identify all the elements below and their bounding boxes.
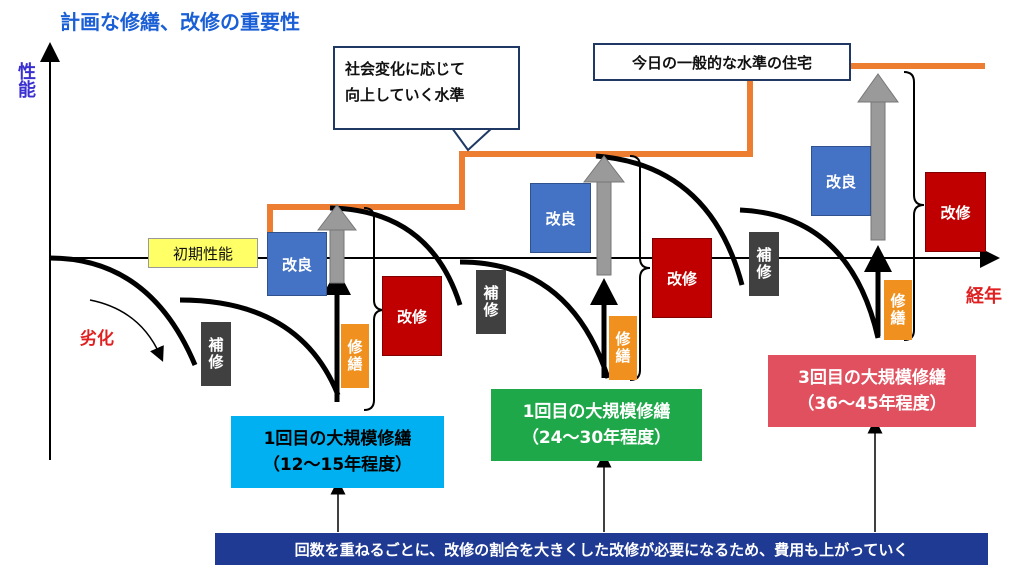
repair-box-2: 補修 xyxy=(476,270,506,334)
page-title: 計画な修繕、改修の重要性 xyxy=(60,10,300,34)
footer-banner: 回数を重ねるごとに、改修の割合を大きくした改修が必要になるため、費用も上がってい… xyxy=(215,533,988,565)
restoration-box-1: 修繕 xyxy=(341,324,369,388)
major-repair-3-title: 3回目の大規模修繕 xyxy=(798,368,946,388)
renovation-box-2: 改修 xyxy=(652,238,712,318)
major-repair-1: 1回目の大規模修繕 （12～15年程度） xyxy=(231,416,444,488)
improvement-box-3: 改良 xyxy=(811,146,871,216)
deterioration-curve-3 xyxy=(329,205,463,306)
major-repair-1-years: （12～15年程度） xyxy=(262,455,413,475)
major-repair-2: 1回目の大規模修繕 （24～30年程度） xyxy=(491,389,702,461)
improvement-box-1: 改良 xyxy=(267,232,327,296)
deterioration-curve-5 xyxy=(595,153,745,286)
callout-line-2: 向上していく水準 xyxy=(345,86,465,104)
renovation-box-3: 改修 xyxy=(925,172,986,252)
improve-arrow-1 xyxy=(316,204,358,231)
restoration-box-2: 修繕 xyxy=(609,316,637,380)
major-repair-3: 3回目の大規模修繕 （36～45年程度） xyxy=(768,355,976,427)
repair-box-1: 補修 xyxy=(201,322,231,386)
callout-line-1: 社会変化に応じて xyxy=(345,60,466,78)
major-repair-3-years: （36～45年程度） xyxy=(797,394,947,414)
deterioration-curve-2 xyxy=(179,297,341,396)
brace-2 xyxy=(629,155,651,381)
improve-arrow-2 xyxy=(582,155,626,183)
brace-3 xyxy=(903,71,925,341)
social-change-callout: 社会変化に応じて 向上していく水準 xyxy=(333,46,520,130)
renovation-box-1: 改修 xyxy=(382,276,442,356)
deterioration-arrow xyxy=(89,299,164,362)
deterioration-label: 劣化 xyxy=(80,329,114,349)
deterioration-curve-4 xyxy=(459,259,611,379)
restoration-box-3: 修繕 xyxy=(884,280,912,340)
initial-performance-label: 初期性能 xyxy=(148,238,258,268)
deterioration-curve-6 xyxy=(739,207,881,339)
improve-arrow-3 xyxy=(857,73,899,103)
callout-pointer xyxy=(450,127,495,152)
improvement-box-2: 改良 xyxy=(530,183,591,253)
major-repair-2-years: （24～30年程度） xyxy=(521,428,672,448)
today-standard-label: 今日の一般的な水準の住宅 xyxy=(593,43,851,81)
x-axis-label: 経年 xyxy=(966,286,1002,307)
major-repair-2-title: 1回目の大規模修繕 xyxy=(522,402,671,422)
deterioration-curve-1 xyxy=(49,255,198,366)
y-axis-label: 性能 xyxy=(15,62,36,98)
repair-box-3: 補修 xyxy=(749,232,779,296)
major-repair-1-title: 1回目の大規模修繕 xyxy=(263,429,412,449)
